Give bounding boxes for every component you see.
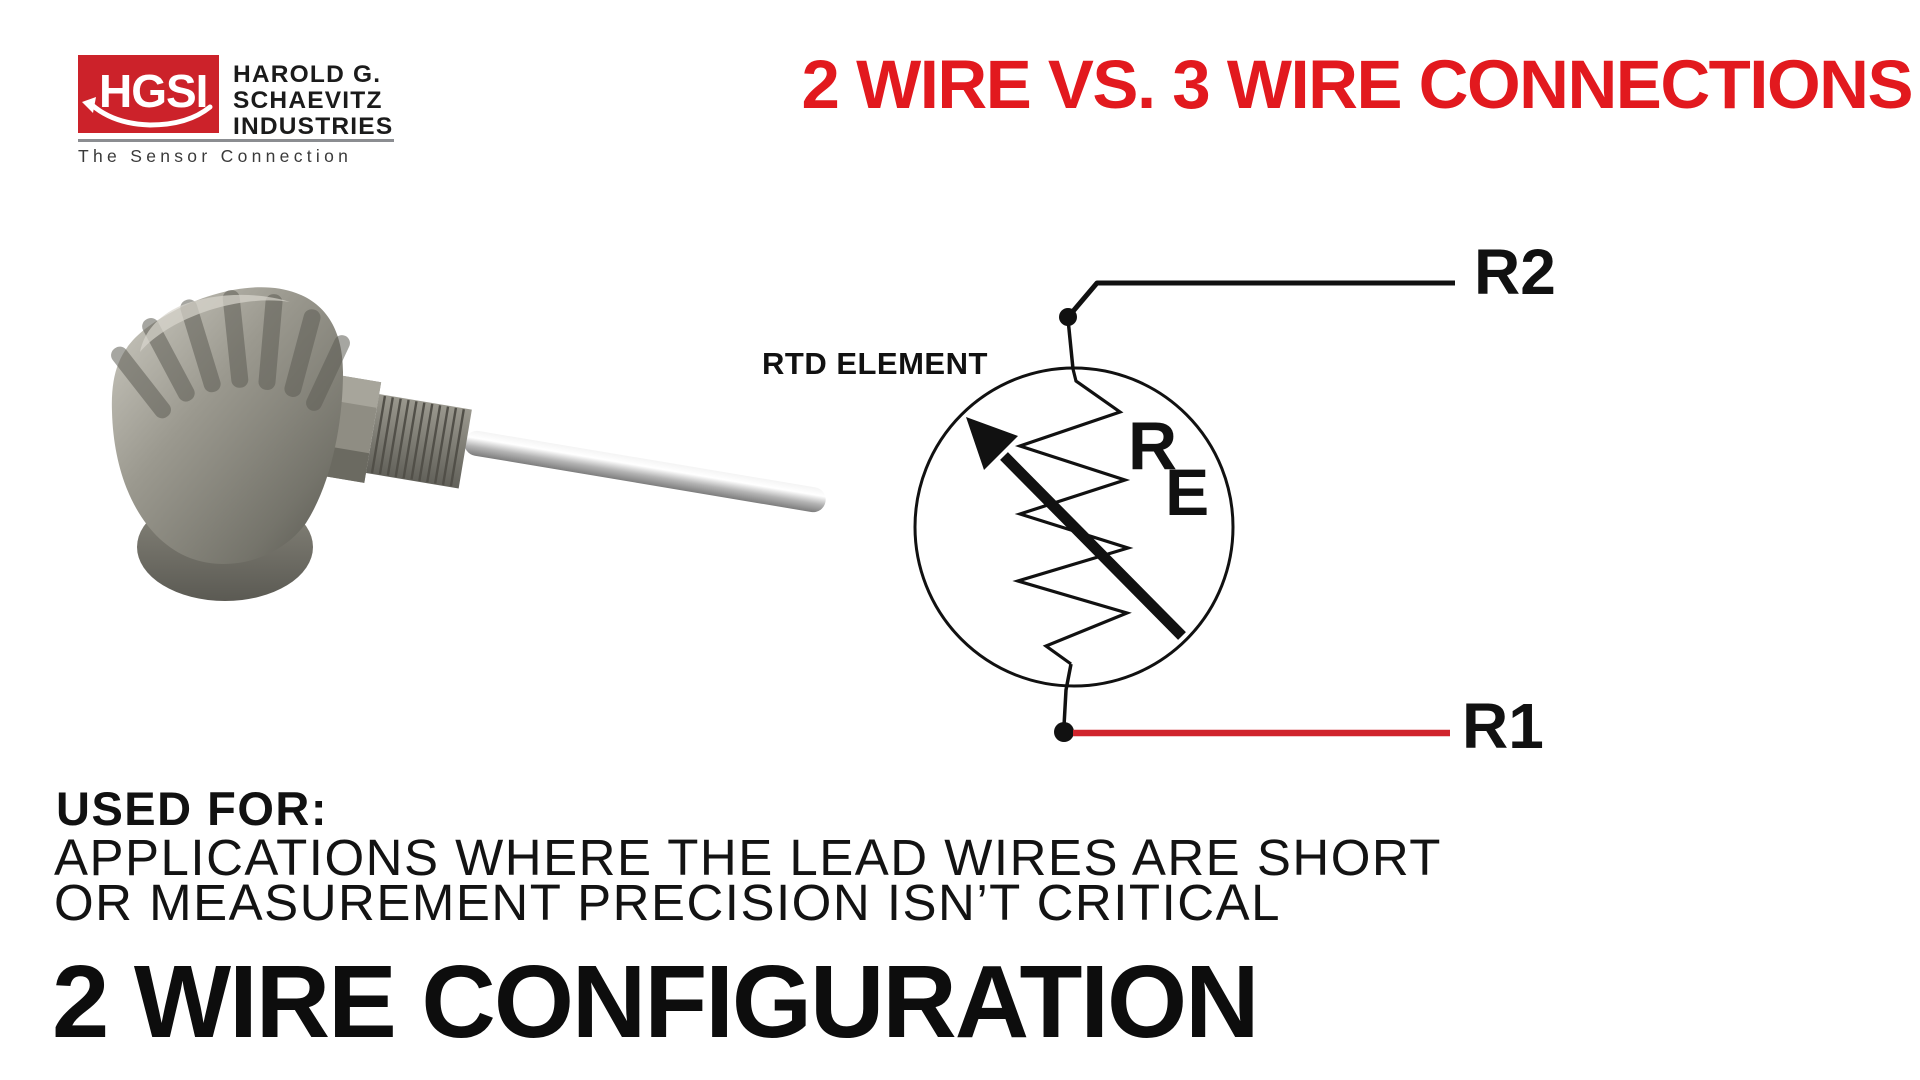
used-for-label: USED FOR: bbox=[56, 782, 328, 835]
sensor-fitting-group bbox=[318, 374, 826, 513]
resistor-zigzag bbox=[1012, 368, 1134, 666]
resistor-symbol-letter: R bbox=[1128, 408, 1178, 484]
sensor-cap-highlight bbox=[140, 294, 290, 352]
description-line-1: APPLICATIONS WHERE THE LEAD WIRES ARE SH… bbox=[54, 829, 1442, 886]
resistor-symbol-subscript: E bbox=[1165, 455, 1210, 529]
rtd-circuit-diagram bbox=[913, 280, 1455, 742]
logo-tagline: The Sensor Connection bbox=[78, 146, 353, 166]
company-line-3: INDUSTRIES bbox=[233, 112, 394, 140]
configuration-heading: 2 WIRE CONFIGURATION bbox=[52, 944, 1260, 1059]
bottom-lead-drop bbox=[1062, 663, 1073, 727]
junction-dot-top bbox=[1059, 308, 1077, 326]
sensor-probe bbox=[464, 430, 826, 513]
company-line-2: SCHAEVITZ bbox=[233, 86, 383, 114]
terminal-label-r1: R1 bbox=[1462, 690, 1544, 762]
logo-divider bbox=[78, 139, 394, 142]
variable-resistor-arrowhead bbox=[966, 417, 1018, 470]
hgsi-logo: HGSI bbox=[78, 55, 219, 133]
logo-abbr-text: HGSI bbox=[99, 65, 208, 117]
page-title: 2 WIRE VS. 3 WIRE CONNECTIONS bbox=[801, 46, 1914, 123]
logo-swoosh-icon bbox=[82, 97, 213, 128]
rtd-sensor-photo bbox=[111, 287, 826, 601]
company-line-1: HAROLD G. bbox=[233, 61, 382, 88]
sensor-hex-facet-top bbox=[331, 374, 382, 408]
sensor-cap-ribs bbox=[111, 290, 350, 419]
junction-dot-bottom bbox=[1054, 722, 1074, 742]
terminal-label-r2: R2 bbox=[1474, 236, 1556, 308]
company-name: HAROLD G. SCHAEVITZ INDUSTRIES bbox=[233, 62, 393, 139]
resistor-symbol-label: RE bbox=[1128, 412, 1221, 525]
top-lead-wire bbox=[1067, 280, 1455, 318]
variable-resistor-arrow-shaft bbox=[1000, 452, 1186, 640]
top-lead-drop bbox=[1066, 318, 1075, 370]
sensor-thread-ridges bbox=[370, 395, 465, 487]
rtd-element-label: RTD ELEMENT bbox=[762, 346, 988, 381]
description-line-2: OR MEASUREMENT PRECISION ISN’T CRITICAL bbox=[54, 874, 1281, 931]
